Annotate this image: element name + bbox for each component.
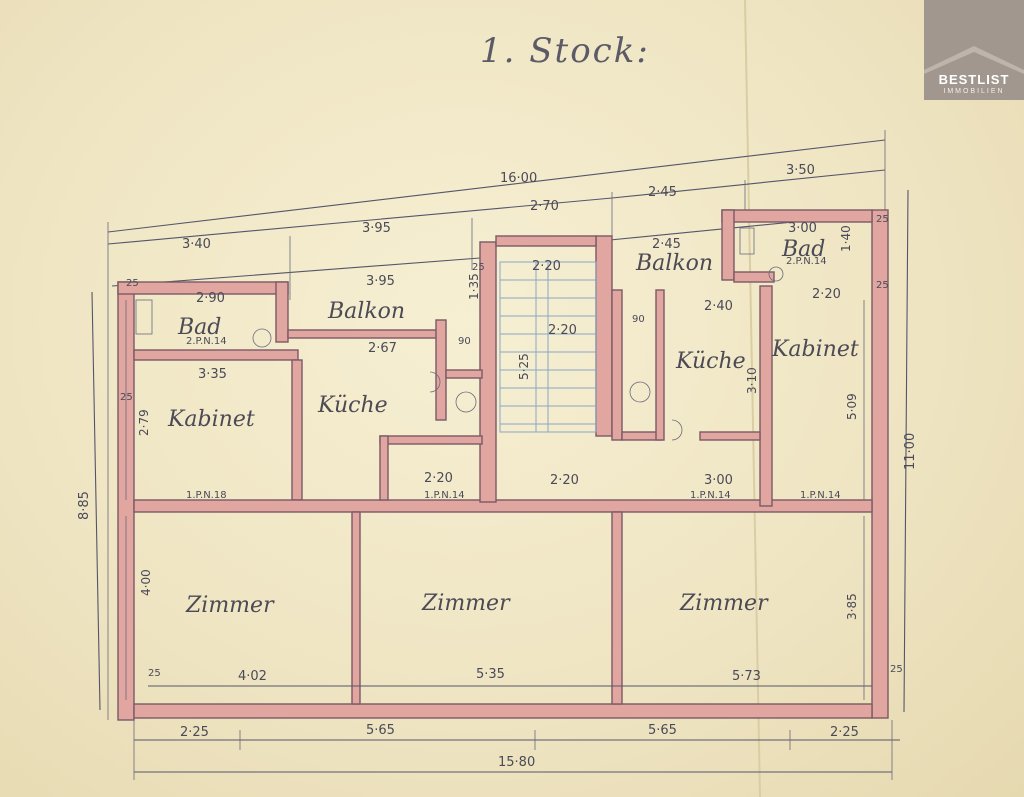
door-90a: 90	[458, 336, 471, 347]
dim-wall-25c: 25	[148, 668, 161, 679]
dim-top-350: 3·50	[786, 163, 815, 178]
dim-top-340: 3·40	[182, 237, 211, 252]
dim-z-573: 5·73	[732, 669, 761, 684]
staircase	[499, 261, 597, 433]
room-balkon-left: Balkon	[327, 299, 405, 324]
dim-total-top: 16·00	[500, 171, 537, 186]
dim-wall-25g: 25	[472, 262, 485, 273]
dim-wall-25f: 25	[890, 664, 903, 675]
logo-sub: IMMOBILIEN	[943, 88, 1005, 95]
dim-wall-25e: 25	[876, 280, 889, 291]
dim-right-385: 3·85	[845, 593, 859, 620]
beam-2pn14b: 2.P.N.14	[786, 256, 827, 267]
dim-right-509: 5·09	[845, 393, 859, 420]
dim-top-245a: 2·45	[648, 185, 677, 200]
beam-1pn14a: 1.P.N.14	[424, 490, 465, 501]
room-balkon-right: Balkon	[635, 251, 713, 276]
dim-stair-220c: 2·20	[550, 473, 579, 488]
room-kueche-left: Küche	[317, 393, 388, 418]
bestlist-logo: BESTLIST IMMOBILIEN	[924, 0, 1024, 100]
dim-total-bottom: 15·80	[498, 755, 535, 770]
dim-bad-290: 2·90	[196, 291, 225, 306]
room-zimmer-3: Zimmer	[679, 591, 769, 616]
dim-r-240: 2·40	[704, 299, 733, 314]
beam-1pn14c: 1.P.N.14	[800, 490, 841, 501]
beam-1pn14b: 1.P.N.14	[690, 490, 731, 501]
dim-stair-220b: 2·20	[548, 323, 577, 338]
room-bad-right: Bad	[781, 237, 825, 262]
plan-title: 1. Stock:	[480, 31, 650, 71]
dim-bal-267: 2·67	[368, 341, 397, 356]
dimension-lines-top	[107, 130, 886, 720]
dim-right-1100: 11·00	[903, 433, 918, 470]
room-kabinet-left: Kabinet	[167, 407, 255, 432]
room-labels: Bad Balkon Kabinet Küche Balkon Bad Küch…	[167, 237, 859, 618]
dim-kab-335: 3·35	[198, 367, 227, 382]
dim-z-535: 5·35	[476, 667, 505, 682]
dim-b-565b: 5·65	[648, 723, 677, 738]
room-bad-left: Bad	[177, 315, 221, 340]
dim-b-565a: 5·65	[366, 723, 395, 738]
room-zimmer-1: Zimmer	[185, 593, 275, 618]
dimension-lines-bottom	[133, 685, 900, 780]
dim-k-220: 2·20	[424, 471, 453, 486]
dim-top-395b: 3·95	[366, 274, 395, 289]
dimension-lines-side	[91, 189, 909, 713]
dim-bad-300: 3·00	[788, 221, 817, 236]
door-90b: 90	[632, 314, 645, 325]
room-kabinet-right: Kabinet	[771, 337, 859, 362]
beam-2pn14a: 2.P.N.14	[186, 336, 227, 347]
dim-r-300: 3·00	[704, 473, 733, 488]
beam-1pn18: 1.P.N.18	[186, 490, 227, 501]
dim-stair-220a: 2·20	[532, 259, 561, 274]
dim-left-885: 8·85	[77, 491, 92, 520]
dim-v-310: 3·10	[745, 367, 759, 394]
dim-top-395a: 3·95	[362, 221, 391, 236]
dimension-labels: 16·00 3·40 3·95 2·70 2·45 3·50 3·95 2·45…	[77, 163, 918, 770]
dim-b-225a: 2·25	[180, 725, 209, 740]
dim-v-135: 1·35	[467, 273, 481, 300]
dim-wall-25a: 25	[126, 278, 139, 289]
house-roof-icon	[924, 46, 1024, 74]
dim-r-220: 2·20	[812, 287, 841, 302]
room-zimmer-2: Zimmer	[421, 591, 511, 616]
dim-left-279: 2·79	[137, 409, 151, 436]
sanitary-fixtures	[135, 227, 784, 441]
dim-v-525: 5·25	[517, 353, 531, 380]
walls	[117, 209, 889, 721]
dim-left-400: 4·00	[139, 569, 153, 596]
logo-brand: BESTLIST	[938, 72, 1010, 87]
dim-top-270: 2·70	[530, 199, 559, 214]
dim-z-402: 4·02	[238, 669, 267, 684]
paper-fold	[744, 0, 761, 797]
dim-wall-25d: 25	[876, 214, 889, 225]
dim-wall-25b: 25	[120, 392, 133, 403]
dim-b-225b: 2·25	[830, 725, 859, 740]
dim-top-245b: 2·45	[652, 237, 681, 252]
dim-v-140: 1·40	[839, 225, 853, 252]
room-kueche-right: Küche	[675, 349, 746, 374]
